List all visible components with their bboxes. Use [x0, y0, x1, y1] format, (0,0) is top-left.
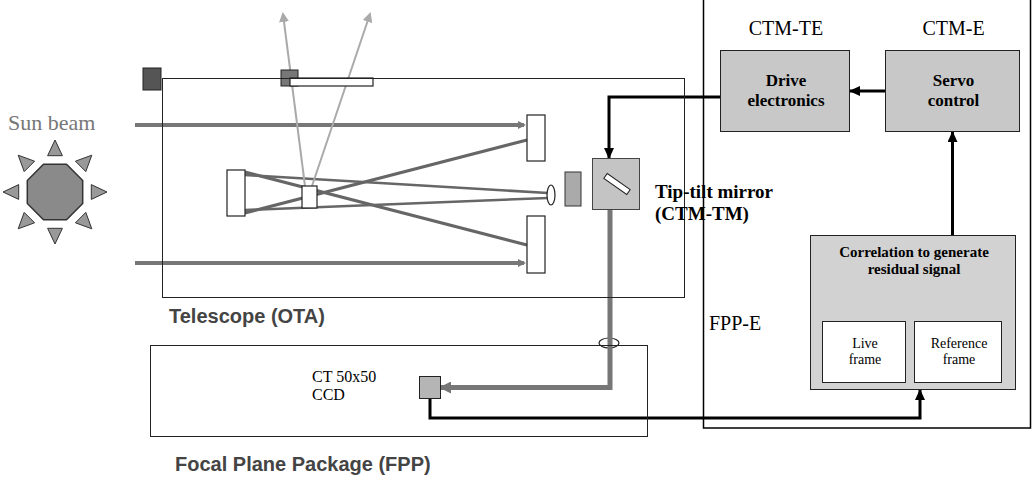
electronics-panel [704, 0, 1031, 428]
process-box: FPP-ECorrelation to generate residual si… [810, 235, 1016, 390]
heat-rejection-window [290, 78, 373, 86]
sun-beam-ray [135, 261, 524, 265]
primary-mirror [527, 115, 545, 161]
sun-ray [18, 155, 34, 171]
mirror-symbol [593, 159, 639, 209]
sun-beam-ray [135, 123, 524, 127]
aperture-block [143, 68, 161, 90]
light-ray [245, 175, 548, 193]
heat-ray [283, 14, 305, 186]
process-box: CTM-TEDrive electronics [720, 50, 850, 132]
sun-ray [18, 212, 34, 228]
sun-ray [75, 155, 91, 171]
frame-box: Live frame [822, 321, 906, 383]
heat-ray [312, 14, 370, 186]
sun-ray [48, 140, 63, 156]
process-box: CTM-EServo control [885, 50, 1020, 132]
box-label: Servo control [908, 71, 999, 111]
lens [547, 185, 555, 205]
sun-ray [48, 228, 63, 244]
box-heading: CTM-E [881, 17, 1026, 40]
box-heading: CTM-TE [711, 17, 861, 40]
light-ray [245, 198, 548, 210]
optics-block [565, 172, 581, 206]
beam-label: Sun beam [8, 110, 95, 136]
secondary-mirror [227, 170, 245, 216]
signal-arrow [951, 132, 954, 235]
sun-symbol [3, 140, 107, 244]
sun-disc [27, 164, 82, 219]
sun-ray [75, 212, 91, 228]
box-label: Focal Plane Package (FPP) [175, 453, 431, 476]
box-heading: FPP-E [709, 312, 761, 335]
box-label: Reference frame [919, 336, 999, 368]
box-label: CT 50x50 CCD [312, 368, 396, 404]
signal-arrow [609, 97, 720, 158]
box-label: Drive electronics [731, 71, 841, 111]
primary-mirror [527, 216, 545, 273]
tip-tilt-mirror: Tip-tilt mirror (CTM-TM) [592, 158, 640, 210]
box-label: Live frame [827, 336, 903, 368]
box-label: Correlation to generate residual signal [817, 244, 1011, 278]
sun-ray [3, 185, 19, 200]
optical-path [441, 210, 610, 388]
sun-ray [91, 185, 107, 200]
box-label: Telescope (OTA) [169, 305, 325, 328]
focal-plane-box: Focal Plane Package (FPP)CT 50x50 CCD [150, 345, 648, 437]
frame-box: Reference frame [914, 321, 1002, 383]
signal-arrow [850, 90, 885, 93]
ccd-box: CT 50x50 CCD [419, 376, 441, 399]
signal-arrow [430, 390, 920, 418]
heat-dump-mirror [302, 186, 317, 208]
box-label: Tip-tilt mirror (CTM-TM) [655, 181, 805, 225]
